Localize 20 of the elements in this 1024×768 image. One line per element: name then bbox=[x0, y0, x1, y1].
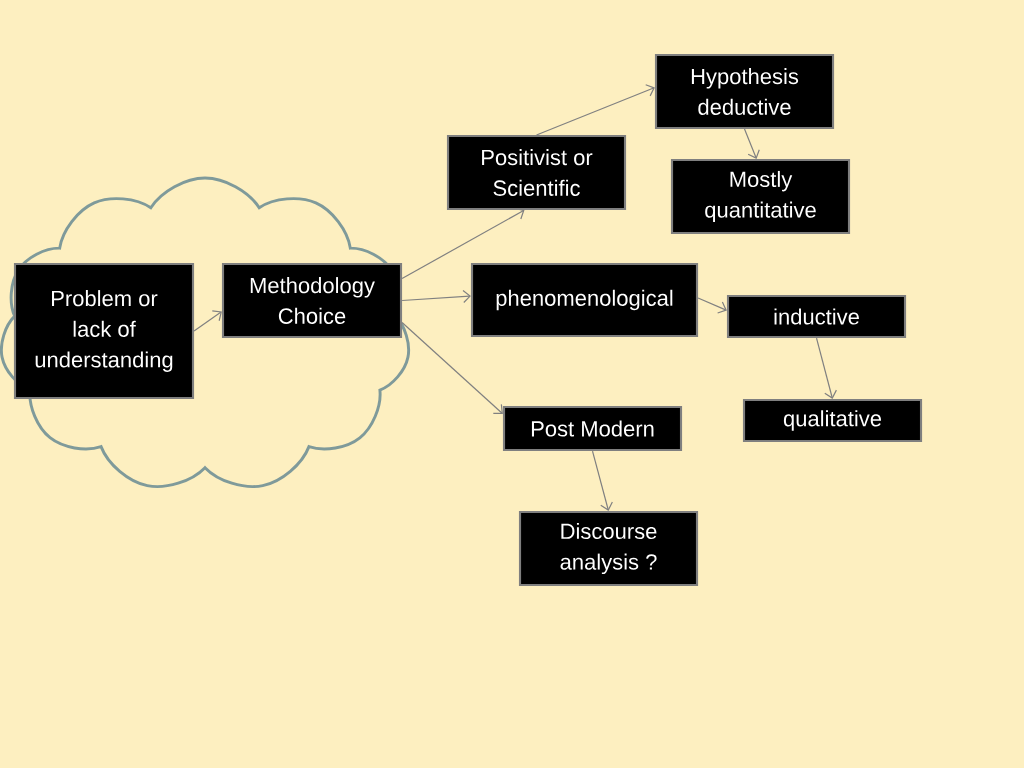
arrow bbox=[401, 289, 471, 304]
process-box: Post Modern bbox=[502, 405, 683, 452]
process-box: Discourse analysis ? bbox=[518, 510, 699, 587]
arrow bbox=[401, 207, 525, 280]
cloud bbox=[0, 176, 411, 489]
arrow bbox=[743, 128, 760, 159]
arrow bbox=[193, 310, 222, 332]
process-box: Problem or lack of understanding bbox=[13, 262, 195, 400]
arrow bbox=[697, 297, 727, 314]
process-box: Positivist or Scientific bbox=[446, 134, 627, 211]
arrow bbox=[815, 337, 837, 399]
process-box: Mostly quantitative bbox=[670, 158, 851, 235]
process-box: qualitative bbox=[742, 398, 923, 443]
arrow bbox=[535, 84, 655, 136]
process-box: inductive bbox=[726, 294, 907, 339]
process-box: phenomenological bbox=[470, 262, 699, 338]
arrow bbox=[591, 450, 613, 511]
arrow bbox=[401, 321, 503, 414]
process-box: Methodology Choice bbox=[221, 262, 403, 339]
process-box: Hypothesis deductive bbox=[654, 53, 835, 130]
